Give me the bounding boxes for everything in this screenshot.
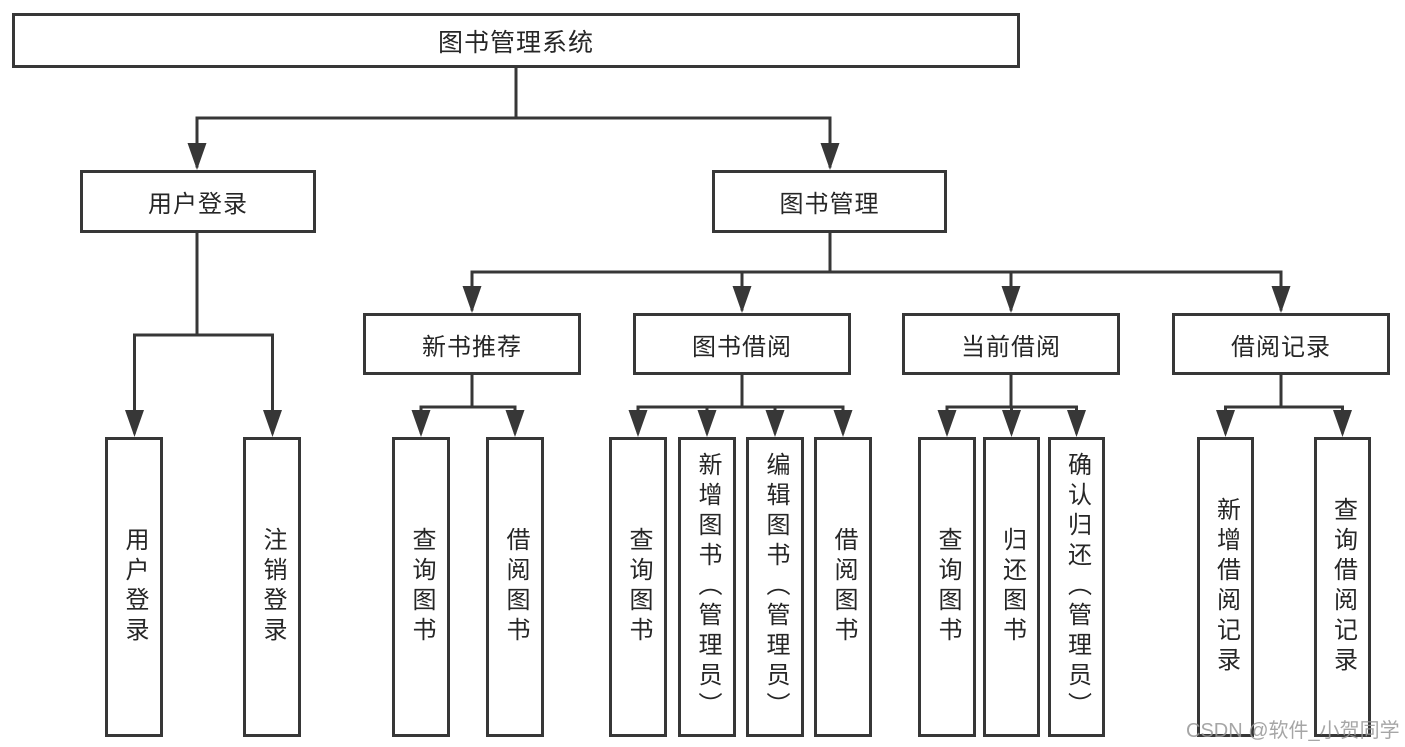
leaf-add-books-admin: 新增图书（管理员） (678, 437, 736, 737)
leaf-user-login: 用户登录 (105, 437, 163, 737)
node-section-current-borrow: 当前借阅 (902, 313, 1120, 375)
connector-lines (133, 66, 1344, 434)
leaf-query-books-3: 查询图书 (918, 437, 976, 737)
leaf-borrow-books-2: 借阅图书 (814, 437, 872, 737)
leaf-add-borrow-record: 新增借阅记录 (1197, 437, 1254, 737)
leaf-query-books-2: 查询图书 (609, 437, 667, 737)
node-section-book-borrow: 图书借阅 (633, 313, 851, 375)
node-section-new-book-recommend: 新书推荐 (363, 313, 581, 375)
node-user-login: 用户登录 (80, 170, 316, 233)
leaf-query-books-1: 查询图书 (392, 437, 450, 737)
node-section-borrow-record: 借阅记录 (1172, 313, 1390, 375)
leaf-query-borrow-record: 查询借阅记录 (1314, 437, 1371, 737)
csdn-watermark: CSDN @软件_小贺同学 (1186, 720, 1400, 742)
node-root: 图书管理系统 (12, 13, 1020, 68)
leaf-confirm-return-admin: 确认归还（管理员） (1048, 437, 1105, 737)
node-book-mgmt: 图书管理 (712, 170, 947, 233)
leaf-logout: 注销登录 (243, 437, 301, 737)
leaf-return-books: 归还图书 (983, 437, 1040, 737)
leaf-edit-books-admin: 编辑图书（管理员） (746, 437, 804, 737)
leaf-borrow-books-1: 借阅图书 (486, 437, 544, 737)
